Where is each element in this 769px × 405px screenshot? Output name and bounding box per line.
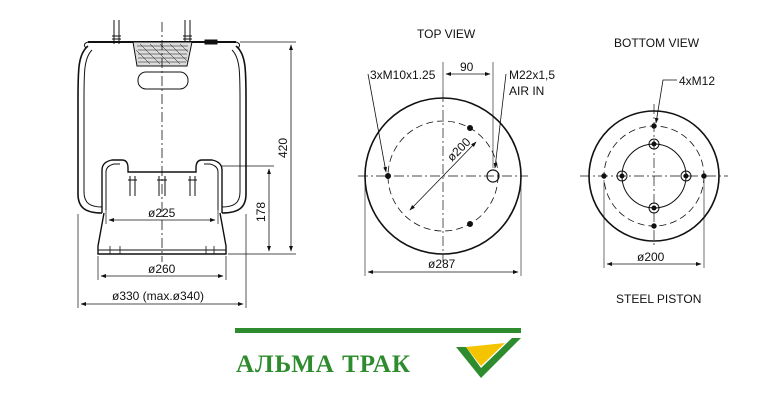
bottom-diameter-label: ø200	[637, 250, 665, 264]
side-view	[77, 20, 296, 308]
dia-287-ext	[364, 180, 522, 276]
air-port-label: M22x1,5	[509, 68, 555, 82]
boss-holes	[616, 138, 692, 214]
top-diameter-label: ø287	[428, 257, 456, 271]
brand-bar	[235, 328, 521, 333]
m12-leader	[654, 79, 677, 124]
top-view-title: TOP VIEW	[417, 27, 476, 41]
bottom-view-title: BOTTOM VIEW	[614, 36, 700, 50]
top-studs-label: 3xM10x1.25	[370, 68, 436, 82]
m12-holes	[601, 123, 707, 229]
internal-bumper	[132, 41, 193, 90]
air-port-hole	[486, 169, 500, 183]
top-offset-label: 90	[460, 60, 474, 74]
dimension-lines	[80, 44, 293, 306]
bellow-inner	[83, 49, 241, 208]
dim-dia-260: ø260	[148, 262, 176, 276]
brand-check-icon	[456, 338, 521, 378]
stud-hole	[467, 221, 473, 227]
studs-leader	[367, 73, 388, 173]
dia-200-leader	[409, 141, 477, 211]
stud-hole	[467, 125, 473, 131]
dim-height-420: 420	[276, 138, 290, 158]
bottom-view	[580, 79, 728, 268]
top-view	[358, 62, 528, 276]
stud-hole	[385, 173, 391, 179]
bellow-outer	[77, 45, 247, 214]
m12-label: 4xM12	[679, 74, 715, 88]
dim-dia-225: ø225	[148, 206, 176, 220]
offset-ext	[442, 62, 494, 168]
dim-dia-330: ø330 (max.ø340)	[112, 289, 204, 303]
steel-piston-caption: STEEL PISTON	[616, 292, 701, 306]
brand-logo: АЛЬМА ТРАК	[235, 328, 521, 378]
air-leader	[493, 73, 507, 169]
top-studs	[112, 20, 192, 44]
air-in-label: AIR IN	[509, 84, 544, 98]
extension-lines	[77, 41, 296, 308]
dia-200-ext	[603, 180, 705, 268]
piston	[97, 159, 227, 255]
brand-name: АЛЬМА ТРАК	[236, 351, 411, 378]
dim-height-178: 178	[254, 202, 268, 222]
